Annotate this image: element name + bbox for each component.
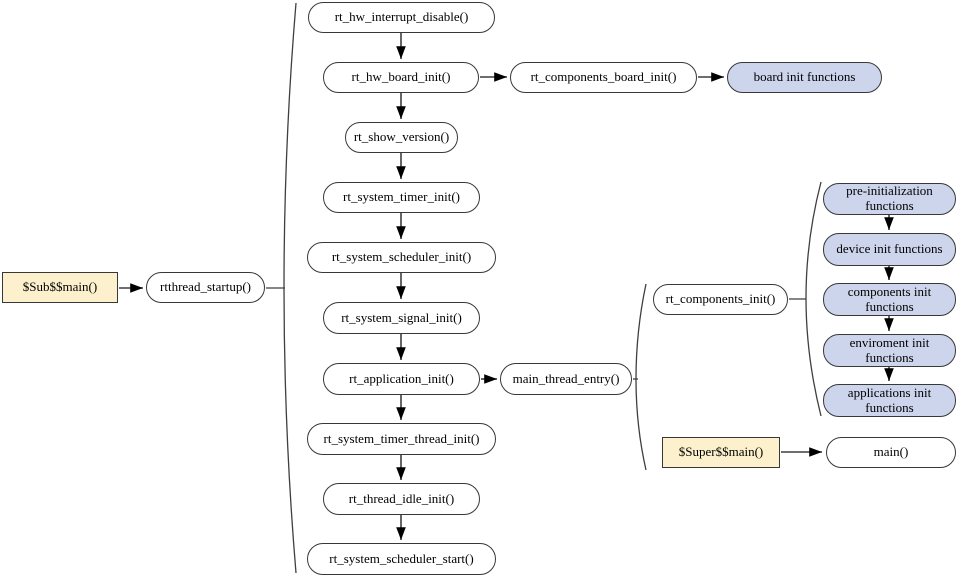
- node-rt-hw-interrupt-disable: rt_hw_interrupt_disable(): [308, 2, 495, 33]
- node-main: main(): [826, 437, 956, 468]
- node-rt-hw-board-init: rt_hw_board_init(): [323, 62, 479, 93]
- node-rt-system-scheduler-init: rt_system_scheduler_init(): [307, 242, 496, 273]
- node-main-thread-entry: main_thread_entry(): [500, 363, 632, 395]
- node-rt-system-scheduler-start: rt_system_scheduler_start(): [307, 543, 496, 575]
- node-board-init-functions: board init functions: [727, 62, 882, 93]
- node-enviroment-init-functions: enviroment init functions: [823, 334, 956, 367]
- main-thread-brace: [633, 283, 647, 471]
- node-rt-show-version: rt_show_version(): [345, 122, 458, 153]
- node-applications-init-functions: applications init functions: [823, 384, 956, 417]
- node-components-init-functions: components init functions: [823, 283, 956, 316]
- flow-arrows: [119, 33, 894, 540]
- components-brace: [789, 181, 822, 417]
- node-rt-application-init: rt_application_init(): [323, 363, 480, 395]
- node-sub-main: $Sub$$main(): [2, 272, 118, 303]
- node-super-main: $Super$$main(): [662, 437, 780, 468]
- startup-brace: [266, 2, 297, 574]
- node-rt-thread-idle-init: rt_thread_idle_init(): [323, 483, 480, 515]
- node-rt-system-signal-init: rt_system_signal_init(): [323, 302, 480, 334]
- node-rt-system-timer-init: rt_system_timer_init(): [323, 182, 480, 213]
- node-pre-initialization-functions: pre-initialization functions: [823, 183, 956, 215]
- node-device-init-functions: device init functions: [823, 233, 956, 266]
- node-rtthread-startup: rtthread_startup(): [146, 272, 265, 303]
- node-rt-components-init: rt_components_init(): [653, 284, 788, 315]
- node-rt-components-board-init: rt_components_board_init(): [510, 62, 697, 93]
- node-rt-system-timer-thread-init: rt_system_timer_thread_init(): [307, 423, 496, 455]
